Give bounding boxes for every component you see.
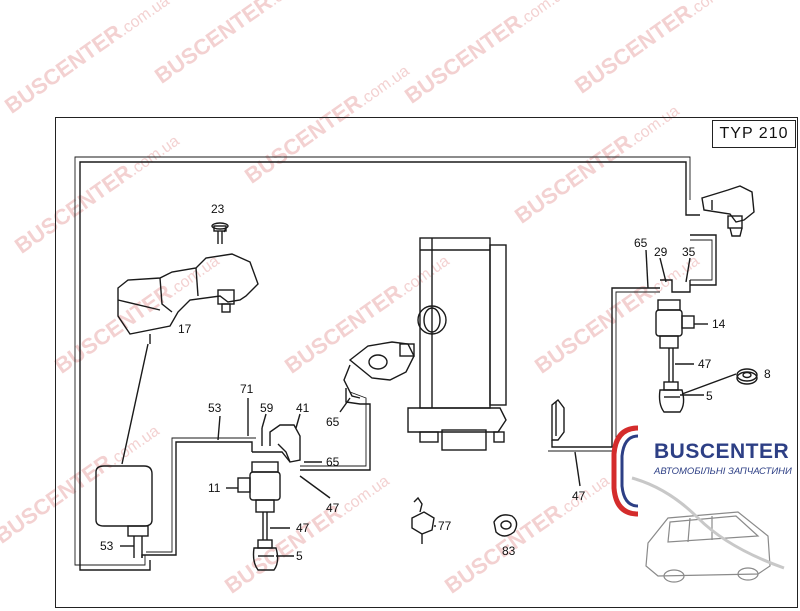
label-part-23: 23 <box>211 202 225 216</box>
hose-to-right-sensor <box>685 205 700 216</box>
bus-icon <box>631 476 785 583</box>
label-part-47-mid: 47 <box>326 501 340 515</box>
valve-14 <box>655 279 695 382</box>
label-part-65-mid: 65 <box>326 455 340 469</box>
label-part-5-left: 5 <box>296 549 303 563</box>
type-badge: TYP 210 <box>712 120 796 148</box>
diagram-frame <box>55 117 798 608</box>
label-part-59: 59 <box>260 401 274 415</box>
label-part-8: 8 <box>764 367 771 381</box>
hose-right-65-inner <box>548 291 660 452</box>
logo-ring <box>611 425 639 517</box>
label-part-53-bottom: 53 <box>100 539 114 553</box>
label-part-83: 83 <box>502 544 516 558</box>
logo-tagline: АВТОМОБІЛЬНІ ЗАПЧАСТИНИ <box>654 466 792 477</box>
connector-5-right <box>658 381 685 413</box>
label-part-29: 29 <box>654 245 668 259</box>
label-part-5-right: 5 <box>706 389 713 403</box>
hose-clip-right <box>551 398 565 441</box>
buscenter-logo <box>611 425 785 583</box>
label-part-47-bottom: 47 <box>572 489 586 503</box>
leader-tank-reservoir <box>121 343 149 465</box>
hose-outer-loop <box>79 161 687 571</box>
label-part-65-right: 65 <box>634 236 648 250</box>
connector-5-left <box>252 539 279 571</box>
hose-65-left <box>300 388 371 471</box>
label-part-71: 71 <box>240 382 254 396</box>
central-unit <box>407 237 507 451</box>
hose-53-inner <box>146 437 256 553</box>
label-part-77: 77 <box>438 519 452 533</box>
hose-right-top <box>690 234 717 286</box>
clamp-83 <box>493 514 518 537</box>
hose-right-65 <box>551 287 660 448</box>
hose-41 <box>269 424 301 463</box>
label-part-65-left: 65 <box>326 415 340 429</box>
hose-53 <box>141 441 253 558</box>
valve-11 <box>237 451 291 540</box>
label-part-11: 11 <box>208 481 221 495</box>
expansion-tank-17 <box>117 253 259 344</box>
pressure-sensor-top-right <box>701 185 755 237</box>
hose-right-top-inner <box>690 239 713 281</box>
label-part-41: 41 <box>296 401 310 415</box>
ring-8 <box>736 368 758 385</box>
label-part-17: 17 <box>178 322 192 336</box>
bolt-23 <box>211 222 229 244</box>
label-part-47-left: 47 <box>296 521 310 535</box>
hose-outer-loop-inner <box>74 156 691 566</box>
reservoir-53 <box>95 465 153 558</box>
label-part-35: 35 <box>682 245 696 259</box>
clamp-77 <box>411 496 435 544</box>
label-part-47-right: 47 <box>698 357 712 371</box>
label-part-14: 14 <box>712 317 726 331</box>
label-part-53-top: 53 <box>208 401 222 415</box>
logo-title: BUSCENTER <box>654 440 790 463</box>
hose-65-left-inner <box>300 391 367 467</box>
fitting-65-left <box>343 341 415 399</box>
